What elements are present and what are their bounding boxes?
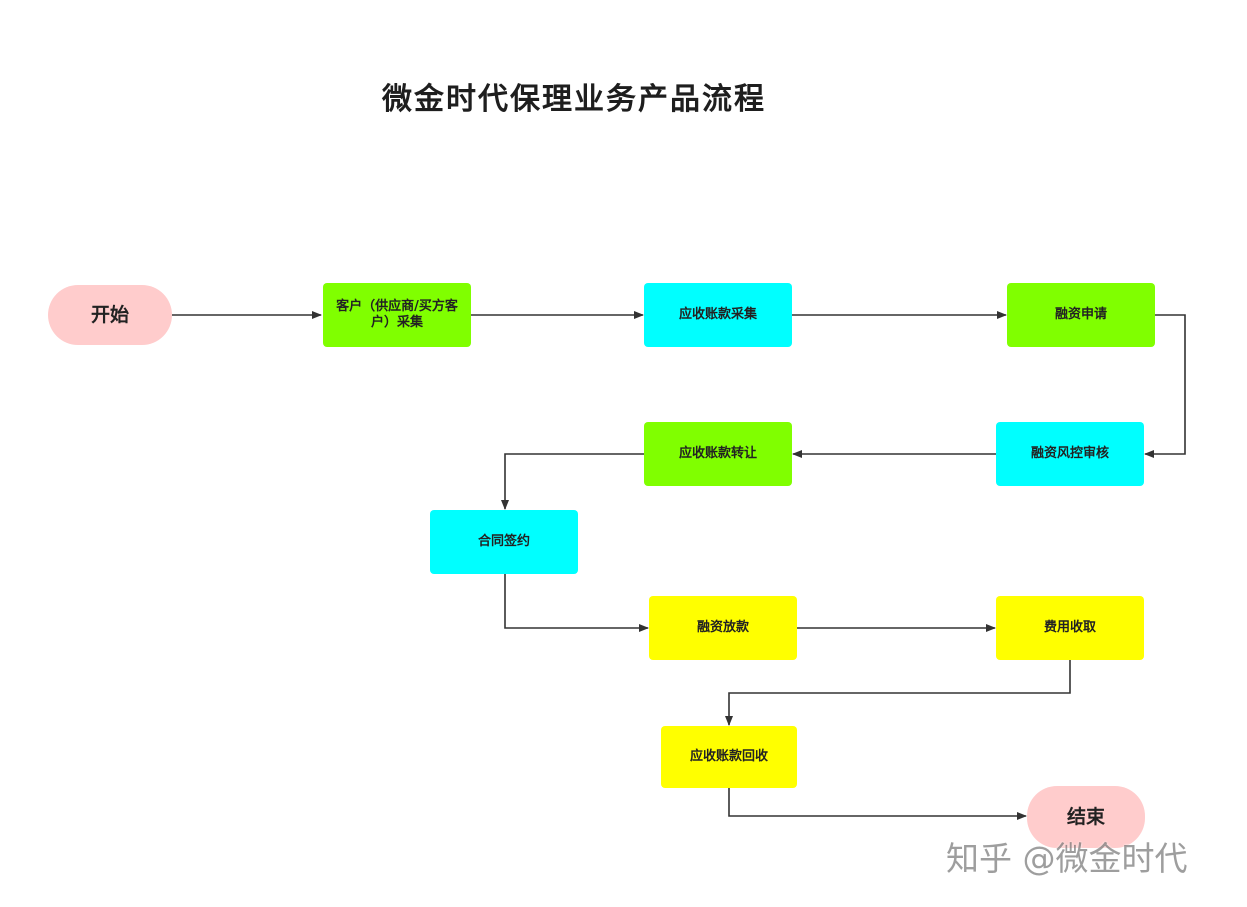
arrow-fee-to-recover bbox=[725, 660, 1071, 726]
receivable-recover-node: 应收账款回收 bbox=[661, 726, 797, 788]
customer-collect-node: 客户（供应商/买方客户）采集 bbox=[323, 283, 471, 347]
arrow-sign-to-loan bbox=[504, 574, 649, 632]
receivable-collect-node: 应收账款采集 bbox=[644, 283, 792, 347]
contract-sign-node: 合同签约 bbox=[430, 510, 578, 574]
arrow-apply-to-review bbox=[1144, 314, 1186, 458]
watermark: 知乎 @微金时代 bbox=[946, 839, 1188, 878]
receivable-transfer-node: 应收账款转让 bbox=[644, 422, 792, 486]
start-node: 开始 bbox=[48, 285, 172, 345]
financing-loan-node: 融资放款 bbox=[649, 596, 797, 660]
diagram-title: 微金时代保理业务产品流程 bbox=[382, 82, 766, 117]
arrow-recover-to-end bbox=[728, 788, 1027, 820]
arrow-transfer-to-sign bbox=[501, 453, 644, 510]
financing-apply-node: 融资申请 bbox=[1007, 283, 1155, 347]
risk-review-node: 融资风控审核 bbox=[996, 422, 1144, 486]
fee-collect-node: 费用收取 bbox=[996, 596, 1144, 660]
end-node: 结束 bbox=[1027, 786, 1145, 848]
